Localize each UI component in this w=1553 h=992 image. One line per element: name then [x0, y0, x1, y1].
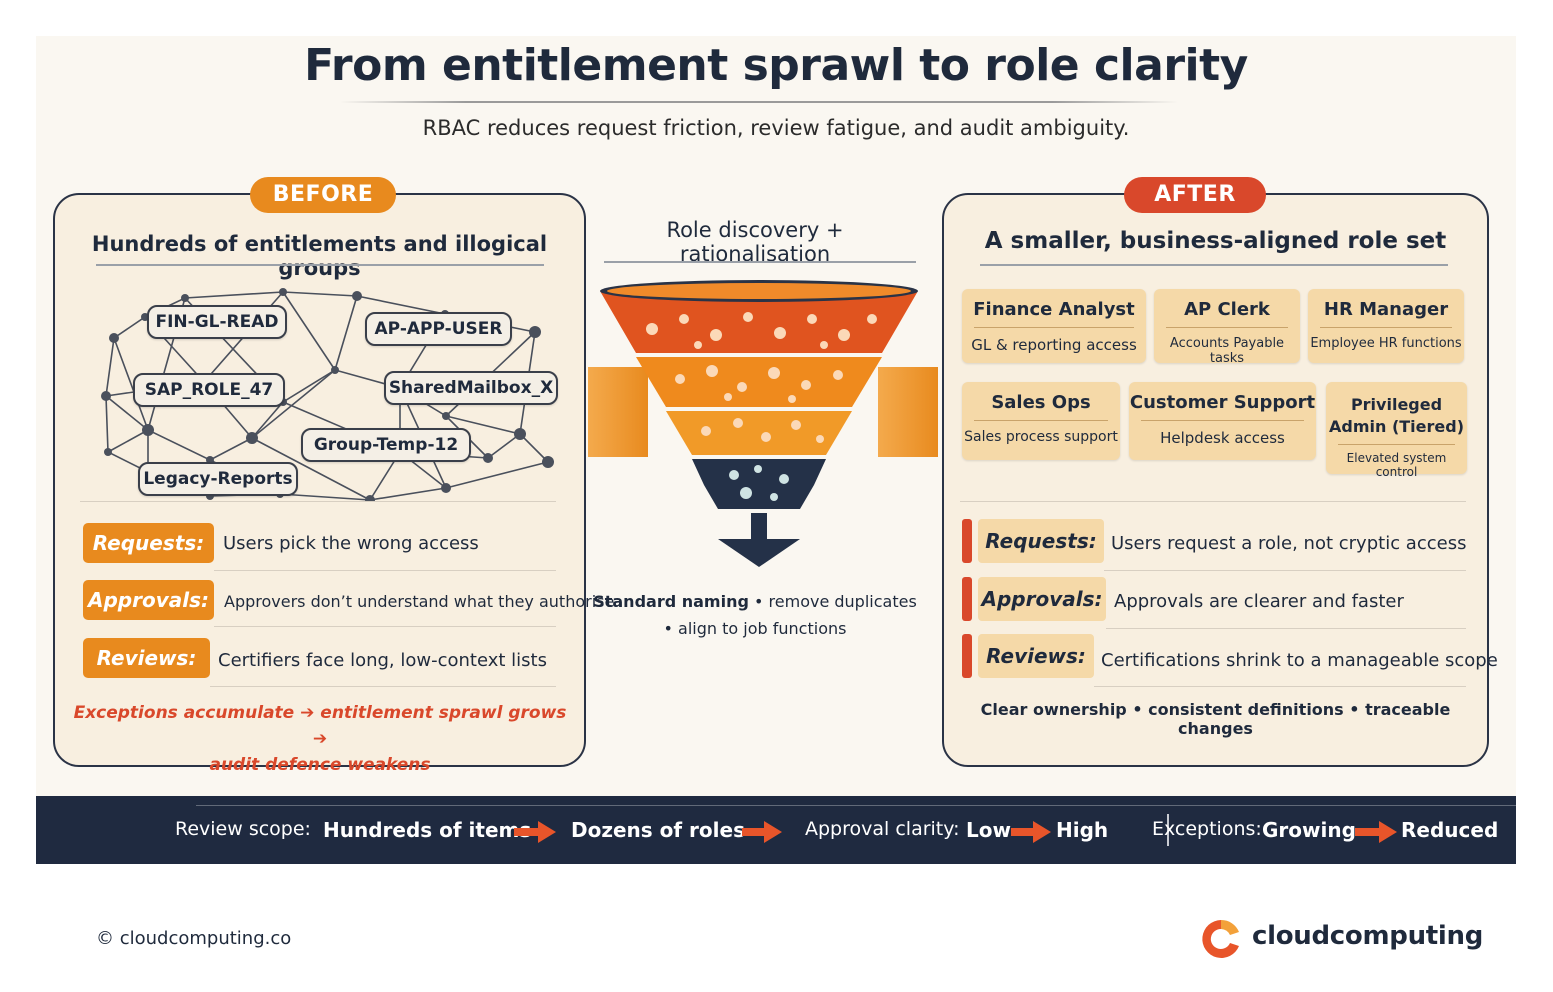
- cloudcomputing-logo-icon: [1202, 919, 1239, 958]
- after-reviews-tag: Reviews:: [978, 634, 1094, 678]
- metrics-band: Review scope: Hundreds of items Dozens o…: [36, 796, 1536, 864]
- band-rule: [196, 805, 1536, 806]
- before-divider: [214, 570, 556, 571]
- role-name: Customer Support: [1129, 392, 1316, 413]
- band-divider: [1167, 814, 1169, 846]
- approval-clarity-to: High: [1056, 818, 1109, 842]
- center-heading-rule: [604, 261, 916, 263]
- center-heading: Role discovery + rationalisation: [666, 218, 844, 266]
- exceptions-from: Growing: [1262, 818, 1356, 842]
- funnel-layer-1: [600, 291, 918, 353]
- after-divider: [960, 501, 1466, 502]
- after-summary: Clear ownership • consistent definitions…: [980, 700, 1451, 738]
- exceptions-line-1: Exceptions accumulate ➔ entitlement spra…: [73, 703, 567, 749]
- role-desc: Employee HR functions: [1310, 336, 1462, 351]
- review-scope-label: Review scope:: [175, 818, 311, 840]
- entitlement-node: FIN-GL-READ: [147, 305, 287, 339]
- after-badge: AFTER: [1124, 177, 1266, 213]
- arrow-right-icon: [1355, 821, 1397, 843]
- caption-align: • align to job functions: [663, 619, 847, 638]
- role-card-finance-analyst: Finance Analyst GL & reporting access: [962, 289, 1146, 363]
- role-name: AP Clerk: [1184, 299, 1270, 320]
- before-approvals-text: Approvers don’t understand what they aut…: [224, 592, 615, 611]
- copyright-text: © cloudcomputing.co: [96, 928, 292, 949]
- after-heading: A smaller, business-aligned role set: [984, 228, 1447, 254]
- arrow-right-icon: [1011, 821, 1051, 843]
- after-panel: [942, 193, 1489, 767]
- before-divider: [210, 686, 556, 687]
- left-flow-band: [588, 367, 648, 457]
- role-desc: Sales process support: [964, 429, 1118, 445]
- funnel-spout: [692, 459, 826, 509]
- entitlement-node: Group-Temp-12: [301, 428, 471, 462]
- after-row-accent: [962, 634, 972, 678]
- arrow-right-icon: [514, 821, 556, 843]
- before-requests-tag: Requests:: [83, 523, 214, 563]
- after-divider: [1106, 628, 1466, 629]
- role-card-privileged-admin: Privileged Admin (Tiered) Elevated syste…: [1326, 382, 1467, 479]
- before-divider: [214, 626, 556, 627]
- caption-standard-naming: Standard naming: [593, 592, 749, 611]
- role-card-customer-support: Customer Support Helpdesk access: [1129, 382, 1316, 460]
- role-desc: Helpdesk access: [1160, 429, 1285, 447]
- before-reviews-tag: Reviews:: [83, 638, 210, 678]
- before-heading-rule: [96, 264, 544, 266]
- before-exceptions: Exceptions accumulate ➔ entitlement spra…: [70, 700, 570, 778]
- arrow-right-icon: [742, 821, 782, 843]
- page-subtitle: RBAC reduces request friction, review fa…: [422, 116, 1130, 140]
- entitlement-node: SAP_ROLE_47: [133, 373, 285, 407]
- after-reviews-text: Certifications shrink to a manageable sc…: [1101, 650, 1498, 671]
- page-title: From entitlement sprawl to role clarity: [304, 40, 1248, 91]
- exceptions-to: Reduced: [1401, 818, 1499, 842]
- role-name: Privileged Admin (Tiered): [1328, 395, 1465, 436]
- funnel-arrow: [718, 539, 800, 567]
- center-caption: Standard naming • remove duplicates • al…: [590, 588, 920, 642]
- role-card-ap-clerk: AP Clerk Accounts Payable tasks: [1154, 289, 1300, 366]
- role-name: HR Manager: [1323, 299, 1449, 320]
- after-requests-tag: Requests:: [978, 519, 1104, 563]
- before-requests-text: Users pick the wrong access: [223, 533, 479, 554]
- funnel-graphic: [588, 280, 938, 567]
- after-requests-text: Users request a role, not cryptic access: [1111, 533, 1467, 554]
- funnel-layer-2: [636, 357, 882, 407]
- entitlement-node: Legacy-Reports: [138, 462, 298, 496]
- role-desc: Accounts Payable tasks: [1169, 336, 1285, 366]
- exceptions-label: Exceptions:: [1152, 818, 1262, 840]
- after-heading-rule: [980, 264, 1448, 266]
- caption-remove-duplicates: • remove duplicates: [748, 592, 917, 611]
- role-card-hr-manager: HR Manager Employee HR functions: [1308, 289, 1464, 363]
- role-name: Sales Ops: [991, 392, 1091, 413]
- after-approvals-text: Approvals are clearer and faster: [1114, 591, 1404, 612]
- after-row-accent: [962, 519, 972, 563]
- review-scope-from: Hundreds of items: [323, 818, 532, 842]
- before-approvals-tag: Approvals:: [83, 580, 214, 620]
- after-row-accent: [962, 577, 972, 621]
- role-desc: Elevated system control: [1346, 451, 1447, 479]
- before-badge: BEFORE: [250, 177, 396, 213]
- right-flow-band: [878, 367, 938, 457]
- after-divider: [1104, 570, 1466, 571]
- role-name: Finance Analyst: [973, 299, 1135, 320]
- entitlement-node: AP-APP-USER: [365, 312, 512, 346]
- review-scope-to: Dozens of roles: [571, 818, 745, 842]
- before-divider: [80, 501, 556, 502]
- after-approvals-tag: Approvals:: [978, 577, 1106, 621]
- entitlement-node: SharedMailbox_X: [384, 371, 558, 405]
- after-divider: [1094, 686, 1466, 687]
- role-desc: GL & reporting access: [971, 336, 1137, 354]
- before-heading: Hundreds of entitlements and illogical g…: [91, 232, 548, 280]
- exceptions-line-2: audit defence weakens: [209, 755, 431, 775]
- approval-clarity-label: Approval clarity:: [805, 818, 960, 840]
- approval-clarity-from: Low: [966, 818, 1011, 842]
- before-reviews-text: Certifiers face long, low-context lists: [218, 650, 547, 671]
- title-divider: [340, 101, 1178, 103]
- brand-wordmark: cloudcomputing: [1252, 921, 1484, 951]
- funnel-layer-3: [666, 411, 852, 455]
- role-card-sales-ops: Sales Ops Sales process support: [962, 382, 1120, 460]
